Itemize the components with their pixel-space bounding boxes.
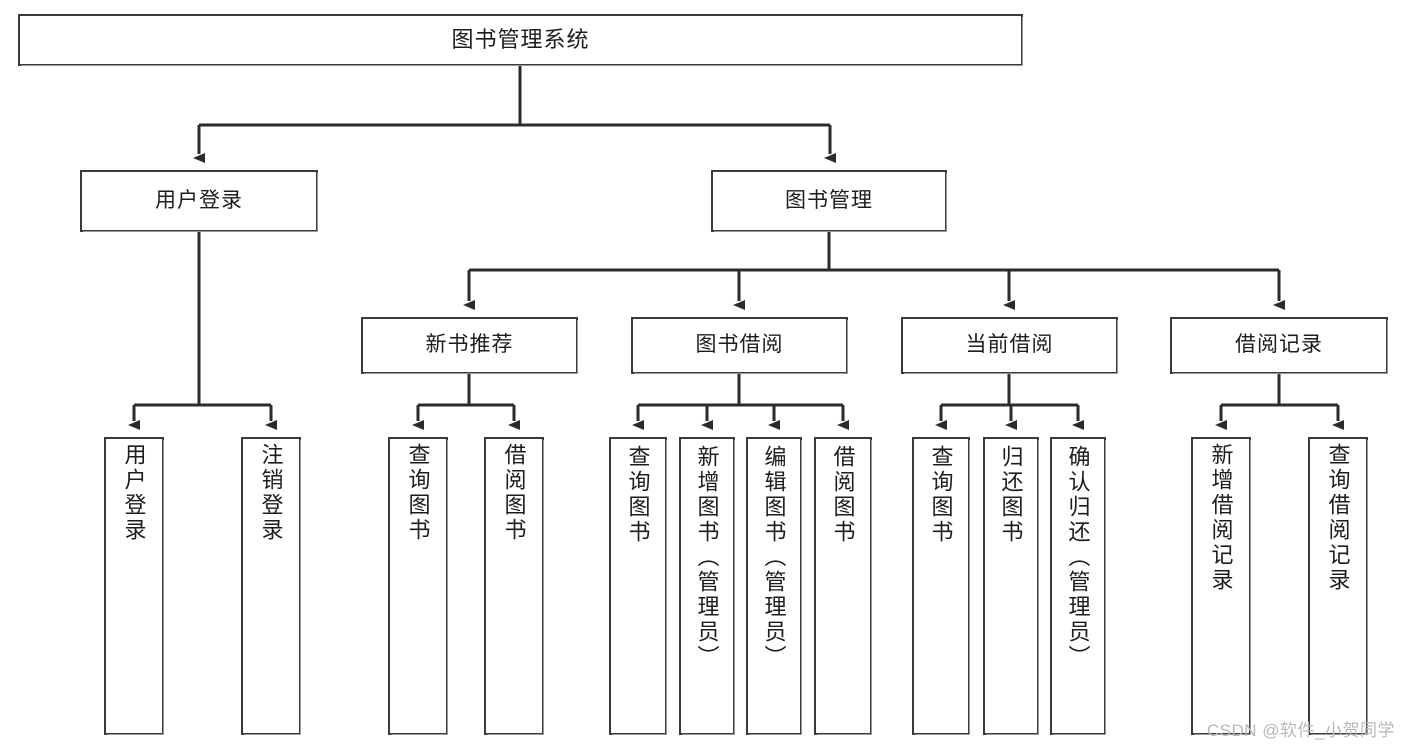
node-label: 图书管理系统 <box>451 27 590 53</box>
node-label: 新书推荐 <box>425 333 514 357</box>
node-label: 用户登录 <box>121 443 147 543</box>
node-borrow-record[interactable]: 借阅记录 <box>1170 317 1388 374</box>
node-book-borrow[interactable]: 图书借阅 <box>631 317 848 374</box>
node-leaf-add-borrow-record[interactable]: 新增借阅记录 <box>1191 437 1251 735</box>
watermark-text: CSDN @软件_小贺同学 <box>1206 721 1395 740</box>
node-label: 图书管理 <box>785 188 873 212</box>
node-current-borrow[interactable]: 当前借阅 <box>901 317 1118 374</box>
node-label: 用户登录 <box>155 188 243 212</box>
node-new-book-recommend[interactable]: 新书推荐 <box>361 317 578 374</box>
node-leaf-borrow-book-recommend[interactable]: 借阅图书 <box>484 437 544 735</box>
node-leaf-add-book[interactable]: 新增图书（管理员） <box>679 437 735 735</box>
node-label: 确认归还（管理员） <box>1065 445 1091 670</box>
node-label: 注销登录 <box>258 443 284 543</box>
node-label: 借阅图书 <box>830 445 856 545</box>
node-label: 图书借阅 <box>695 333 784 357</box>
node-label: 查询借阅记录 <box>1325 443 1351 593</box>
node-leaf-query-borrow-record[interactable]: 查询借阅记录 <box>1308 437 1368 735</box>
node-label: 新增图书（管理员） <box>694 445 720 670</box>
node-leaf-query-book-borrow[interactable]: 查询图书 <box>609 437 667 735</box>
node-leaf-confirm-return[interactable]: 确认归还（管理员） <box>1050 437 1106 735</box>
node-leaf-query-book-recommend[interactable]: 查询图书 <box>388 437 448 735</box>
node-leaf-borrow-book[interactable]: 借阅图书 <box>814 437 872 735</box>
node-leaf-return-book[interactable]: 归还图书 <box>983 437 1039 735</box>
node-leaf-edit-book[interactable]: 编辑图书（管理员） <box>746 437 802 735</box>
node-label: 查询图书 <box>625 445 651 545</box>
node-label: 借阅记录 <box>1235 333 1323 357</box>
node-label: 编辑图书（管理员） <box>761 445 787 670</box>
node-book-management[interactable]: 图书管理 <box>711 170 947 232</box>
node-label: 查询图书 <box>405 443 431 543</box>
node-user-login[interactable]: 用户登录 <box>80 170 318 232</box>
node-label: 查询图书 <box>928 445 954 545</box>
node-leaf-query-book-current[interactable]: 查询图书 <box>912 437 970 735</box>
node-root-system[interactable]: 图书管理系统 <box>18 14 1023 66</box>
node-label: 当前借阅 <box>965 333 1054 357</box>
node-leaf-user-login[interactable]: 用户登录 <box>104 437 164 735</box>
node-label: 新增借阅记录 <box>1208 443 1234 593</box>
node-leaf-logout[interactable]: 注销登录 <box>241 437 301 735</box>
node-label: 归还图书 <box>998 445 1024 545</box>
node-label: 借阅图书 <box>501 443 527 543</box>
